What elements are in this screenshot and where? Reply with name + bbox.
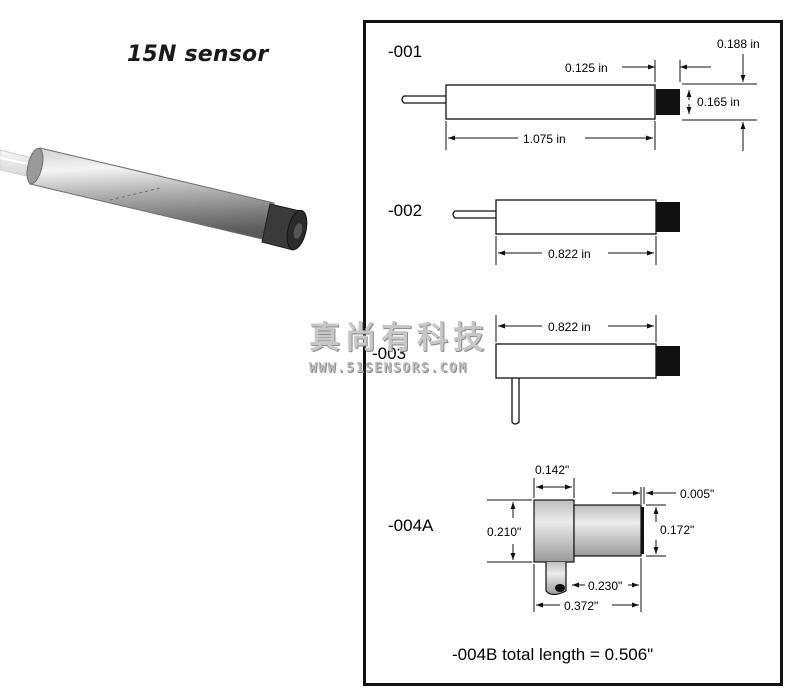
dim-tip-length: 0.125 in bbox=[565, 61, 608, 75]
sensor-body-outline bbox=[495, 343, 657, 379]
lead-wire bbox=[511, 378, 520, 425]
dim-body-length: 0.822 in bbox=[548, 320, 591, 334]
sensor-body-outline bbox=[445, 84, 656, 120]
watermark-chinese: 真尚有科技 bbox=[309, 320, 489, 356]
sensor-tip bbox=[261, 203, 308, 251]
variant-003: -003 0.822 in bbox=[372, 315, 680, 425]
dim-head-height: 0.210" bbox=[487, 525, 521, 539]
variant-code: -001 bbox=[388, 42, 422, 61]
dim-barrel-height: 0.172" bbox=[660, 523, 694, 537]
dim-body-length: 0.822 in bbox=[548, 247, 591, 261]
sensor-head bbox=[533, 499, 575, 563]
sensor-tip-block bbox=[656, 202, 680, 232]
variant-code: -003 bbox=[372, 344, 406, 363]
dimension-drawing-frame bbox=[363, 20, 783, 686]
dim-body-length: 1.075 in bbox=[523, 132, 566, 146]
lead-wire bbox=[452, 210, 496, 219]
footer-note: -004B total length = 0.506" bbox=[452, 645, 653, 664]
dim-head-length: 0.142" bbox=[535, 463, 569, 477]
variant-001: -001 0.125 in 0.188 in 0.165 in 1.075 in bbox=[388, 37, 760, 151]
dim-tip-height: 0.165 in bbox=[697, 95, 740, 109]
sensor-tip-block bbox=[656, 346, 680, 376]
lead-wire bbox=[401, 95, 446, 104]
variant-004a: -004A 0.142" 0.005" 0.210" 0.172" 0 bbox=[388, 463, 714, 613]
sensor-body-outline bbox=[495, 199, 657, 235]
dim-tip-gap: 0.005" bbox=[680, 487, 714, 501]
variant-code: -002 bbox=[388, 201, 422, 220]
sensor-barrel bbox=[573, 504, 642, 557]
sensor-tip-face bbox=[641, 507, 644, 554]
watermark-url: WWW.51SENSORS.COM bbox=[309, 361, 468, 376]
dim-tip-offset: 0.188 in bbox=[717, 37, 760, 51]
sensor-title: 15N sensor bbox=[127, 42, 269, 67]
dim-barrel-length: 0.230" bbox=[588, 579, 622, 593]
sensor-photo bbox=[0, 147, 308, 251]
dim-total-length: 0.372" bbox=[564, 599, 598, 613]
variant-code: -004A bbox=[388, 516, 434, 535]
sensor-tip-block bbox=[656, 89, 680, 115]
variant-002: -002 0.822 in bbox=[388, 199, 680, 265]
